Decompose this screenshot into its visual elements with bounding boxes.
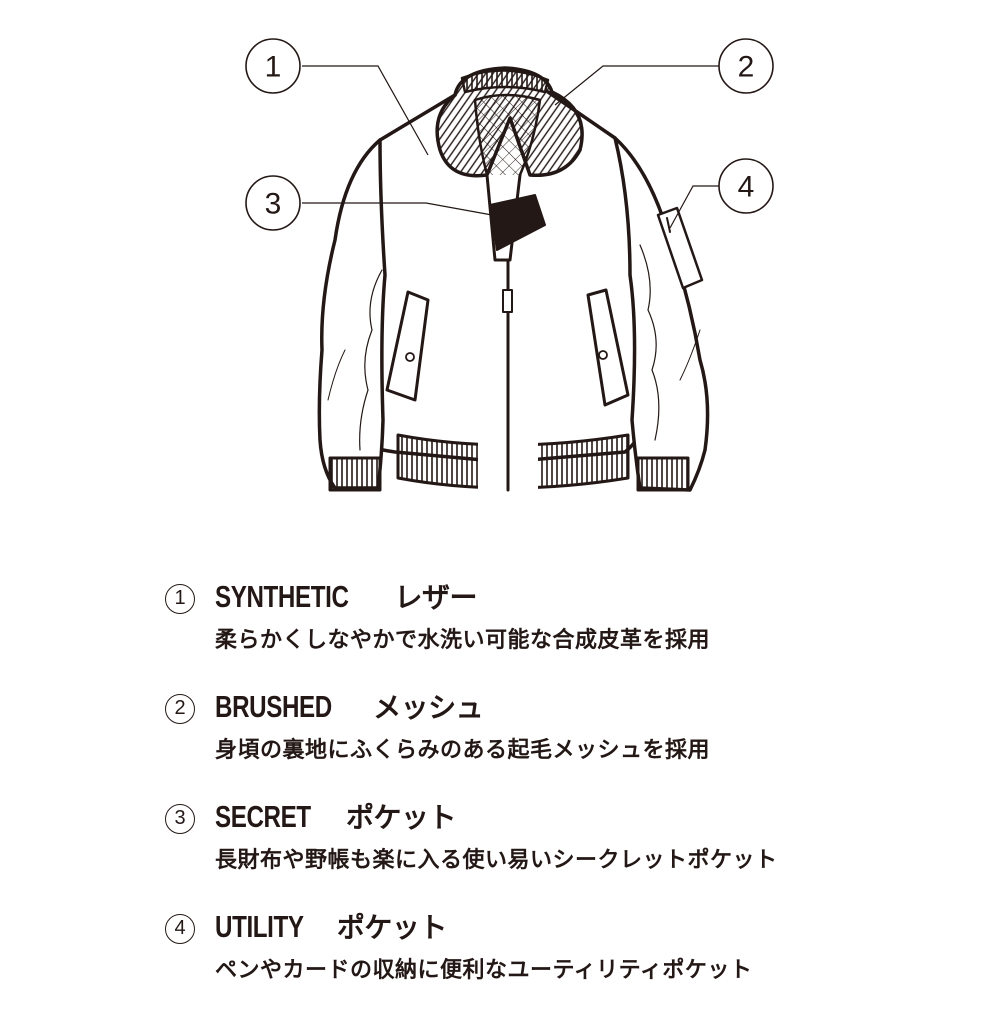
jacket-diagram: 1 2 3 4 [245,38,774,492]
jacket-outline [317,66,710,492]
left-cuff [328,456,382,492]
callout-badge-3 [245,175,301,231]
feature-description: 身頃の裏地にふくらみのある起毛メッシュを採用 [215,738,711,763]
feature-item-synthetic-leather: 1 SYNTHETIC レザー 柔らかくしなやかで水洗い可能な合成皮革を採用 [165,578,985,688]
callout-leaders [302,65,720,229]
feature-title: SECRET ポケット [215,796,457,836]
secret-pocket-shape [489,194,546,251]
callout-number-1: 1 [265,51,282,84]
callout-badge-4 [718,158,774,214]
left-welt-pocket [385,290,430,402]
feature-title-en: UTILITY [215,909,304,944]
feature-number-badge: 4 [165,914,195,944]
feature-title-ja: レザー [394,581,477,614]
callout-number-3: 3 [265,188,282,221]
feature-title-ja: ポケット [346,801,457,834]
feature-title-ja: メッシュ [373,691,484,724]
feature-number-badge: 1 [165,584,195,614]
feature-number-badge: 2 [165,694,195,724]
right-welt-pocket [586,288,630,407]
feature-description: 長財布や野帳も楽に入る使い易いシークレットポケット [215,848,778,873]
feature-title: SYNTHETIC レザー [215,576,477,616]
feature-description: 柔らかくしなやかで水洗い可能な合成皮革を採用 [215,628,711,653]
callout-number-4: 4 [738,171,755,204]
feature-title-en: SECRET [215,799,311,834]
right-cuff [636,456,690,492]
callout-badge-2 [718,38,774,94]
feature-item-secret-pocket: 3 SECRET ポケット 長財布や野帳も楽に入る使い易いシークレットポケット [165,798,985,908]
feature-list: 1 SYNTHETIC レザー 柔らかくしなやかで水洗い可能な合成皮革を採用 2… [165,578,985,1018]
feature-item-brushed-mesh: 2 BRUSHED メッシュ 身頃の裏地にふくらみのある起毛メッシュを採用 [165,688,985,798]
feature-title: BRUSHED メッシュ [215,686,484,726]
feature-title-en: BRUSHED [215,689,332,724]
callout-badges [245,38,774,231]
callout-badge-1 [245,38,301,94]
feature-title-ja: ポケット [336,911,448,944]
feature-title-en: SYNTHETIC [215,579,349,614]
callout-number-2: 2 [738,51,755,84]
feature-number-badge: 3 [165,804,195,834]
feature-item-utility-pocket: 4 UTILITY ポケット ペンやカードの収納に便利なユーティリティポケット [165,908,985,1018]
collar-back [460,69,550,94]
feature-description: ペンやカードの収納に便利なユーティリティポケット [215,958,753,983]
collar-rib [435,66,584,178]
feature-title: UTILITY ポケット [215,906,447,946]
